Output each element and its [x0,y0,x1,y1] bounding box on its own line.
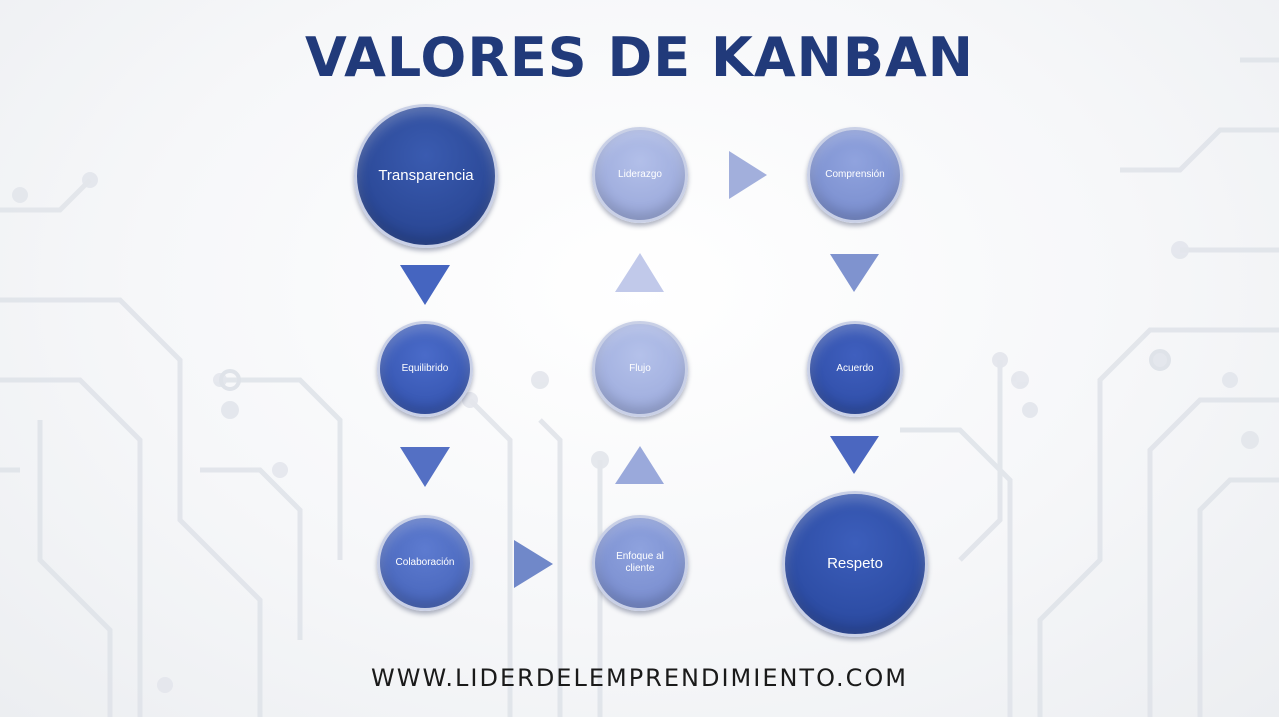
arrow-acuerdo-to-respeto [830,436,879,474]
node-label: Equilibrido [401,363,449,374]
page-title: VALORES DE KANBAN [305,26,974,89]
node-flujo: Flujo [592,321,688,417]
node-respeto: Respeto [782,491,928,637]
node-label: Acuerdo [836,363,874,374]
node-label: Enfoque al cliente [616,551,664,574]
node-colaboracion: Colaboración [377,515,473,611]
node-label: Comprensión [825,169,885,180]
arrow-enfoque-to-flujo [615,446,664,484]
node-enfoque-al-cliente: Enfoque al cliente [592,515,688,611]
arrow-transparencia-to-equilibrido [400,265,450,305]
node-equilibrido: Equilibrido [377,321,473,417]
node-label: Respeto [827,555,883,572]
arrow-flujo-to-liderazgo [615,253,664,292]
arrow-comprension-to-acuerdo [830,254,879,292]
node-label: Flujo [629,363,651,374]
node-acuerdo: Acuerdo [807,321,903,417]
node-liderazgo: Liderazgo [592,127,688,223]
node-transparencia: Transparencia [354,104,498,248]
node-label: Transparencia [378,167,474,184]
node-label: Colaboración [395,557,455,568]
node-label: Liderazgo [618,169,662,180]
node-comprension: Comprensión [807,127,903,223]
arrow-colaboracion-to-enfoque [514,540,553,588]
arrow-liderazgo-to-comprension [729,151,767,199]
arrow-equilibrido-to-colaboracion [400,447,450,487]
website-url: WWW.LIDERDELEMPRENDIMIENTO.COM [370,664,908,692]
